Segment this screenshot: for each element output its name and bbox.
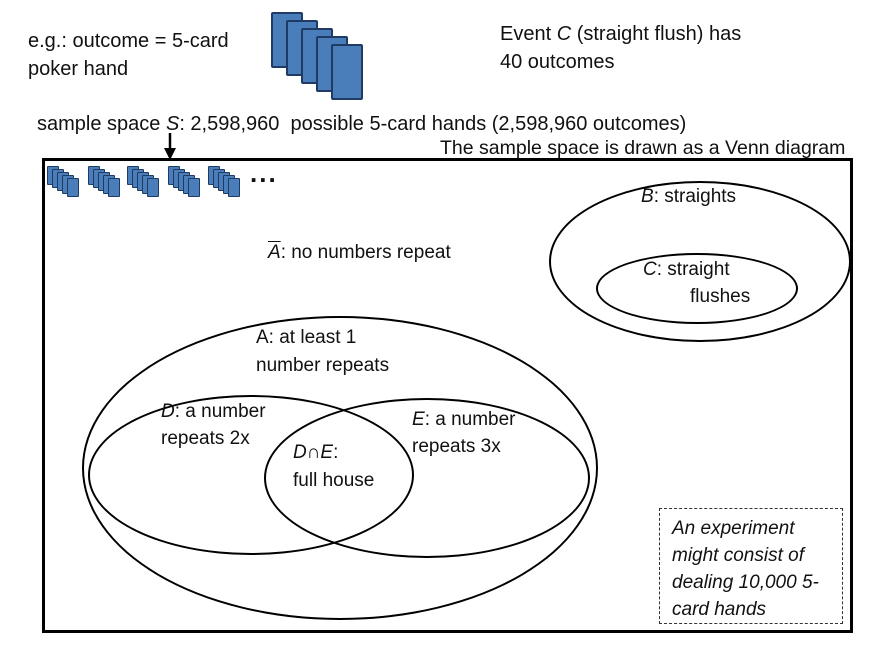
example-line-2: poker hand: [28, 58, 129, 80]
card-stack-icon: [271, 12, 363, 114]
experiment-note-box: An experiment might consist of dealing 1…: [659, 508, 843, 624]
sample-space-box: [42, 158, 853, 633]
intersection-cap-symbol: ∩: [306, 442, 321, 463]
event-c-line-1: Event C (straight flush) has: [500, 20, 741, 48]
intersection-colon: :: [333, 442, 339, 463]
playing-card: [228, 178, 240, 197]
event-a-line-1: A: at least 1: [256, 327, 357, 348]
event-c-label-line-2: flushes: [690, 286, 751, 307]
event-c-letter: C: [556, 23, 572, 45]
playing-card: [188, 178, 200, 197]
intersection-d-letter: D: [293, 442, 307, 463]
intersection-e-letter: E: [320, 442, 334, 463]
mini-card-stack-icon: [47, 166, 81, 199]
label-a-complement: A: no numbers repeat: [268, 240, 451, 266]
event-e-letter: E: [412, 409, 425, 430]
label-event-b: B: straights: [641, 184, 736, 210]
label-event-a: A: at least 1 number repeats: [256, 324, 389, 380]
ellipse-event-e: [264, 398, 590, 558]
label-event-e: E: a number repeats 3x: [412, 406, 516, 460]
playing-card: [67, 178, 79, 197]
label-event-c: C: straight flushes: [643, 256, 750, 310]
mini-card-stack-icon: [127, 166, 161, 199]
mini-card-stack-icon: [88, 166, 122, 199]
sample-space-label: sample space S: 2,598,960 possible 5-car…: [37, 111, 686, 137]
event-c-pre: Event: [500, 23, 557, 45]
ellipse-event-a: [82, 316, 598, 620]
experiment-line-3: dealing 10,000 5-: [672, 572, 819, 593]
mini-card-stack-icon: [168, 166, 202, 199]
event-d-line-2: repeats 2x: [161, 428, 250, 449]
intersection-line-2: full house: [293, 470, 375, 491]
experiment-line-2: might consist of: [672, 545, 804, 566]
event-d-line-1: D: a number: [161, 398, 266, 425]
example-outcome-text: e.g.: outcome = 5-card poker hand: [28, 27, 229, 83]
sample-space-post: : 2,598,960 possible 5-card hands (2,598…: [179, 113, 687, 135]
event-e-line-1: E: a number: [412, 406, 516, 433]
intersection-line-1: D∩E:: [293, 439, 374, 467]
experiment-line-1: An experiment: [672, 518, 795, 539]
example-line-1: e.g.: outcome = 5-card: [28, 30, 229, 52]
label-event-d: D: a number repeats 2x: [161, 398, 266, 452]
ellipse-event-b: [549, 181, 851, 342]
event-c-post: (straight flush) has: [571, 23, 742, 45]
label-intersection-de: D∩E: full house: [293, 439, 374, 495]
event-d-letter: D: [161, 401, 175, 422]
event-e-line-2: repeats 3x: [412, 436, 501, 457]
sample-space-pre: sample space: [37, 113, 166, 135]
more-outcomes-ellipsis: ...: [250, 158, 278, 188]
event-a-line-2: number repeats: [256, 355, 390, 376]
event-e-rest: : a number: [424, 409, 516, 430]
experiment-line-4: card hands: [672, 599, 767, 620]
venn-caption: The sample space is drawn as a Venn diag…: [440, 137, 846, 159]
event-c-note: Event C (straight flush) has 40 outcomes: [500, 20, 741, 76]
event-c-label-letter: C: [643, 259, 657, 280]
event-c-line-2: 40 outcomes: [500, 51, 615, 73]
a-complement-letter: A: [268, 242, 281, 263]
event-d-rest: : a number: [174, 401, 266, 422]
a-complement-rest: : no numbers repeat: [280, 242, 451, 263]
playing-card: [147, 178, 159, 197]
playing-card: [331, 44, 363, 100]
event-c-label-rest: : straight: [656, 259, 730, 280]
event-c-label-line-1: C: straight: [643, 256, 750, 283]
mini-card-stack-icon: [208, 166, 242, 199]
down-arrow-icon: [164, 133, 176, 160]
sample-space-letter: S: [165, 113, 180, 135]
event-b-letter: B: [641, 186, 654, 207]
playing-card: [108, 178, 120, 197]
event-b-rest: : straights: [653, 186, 737, 207]
ellipse-event-c: [596, 253, 798, 324]
